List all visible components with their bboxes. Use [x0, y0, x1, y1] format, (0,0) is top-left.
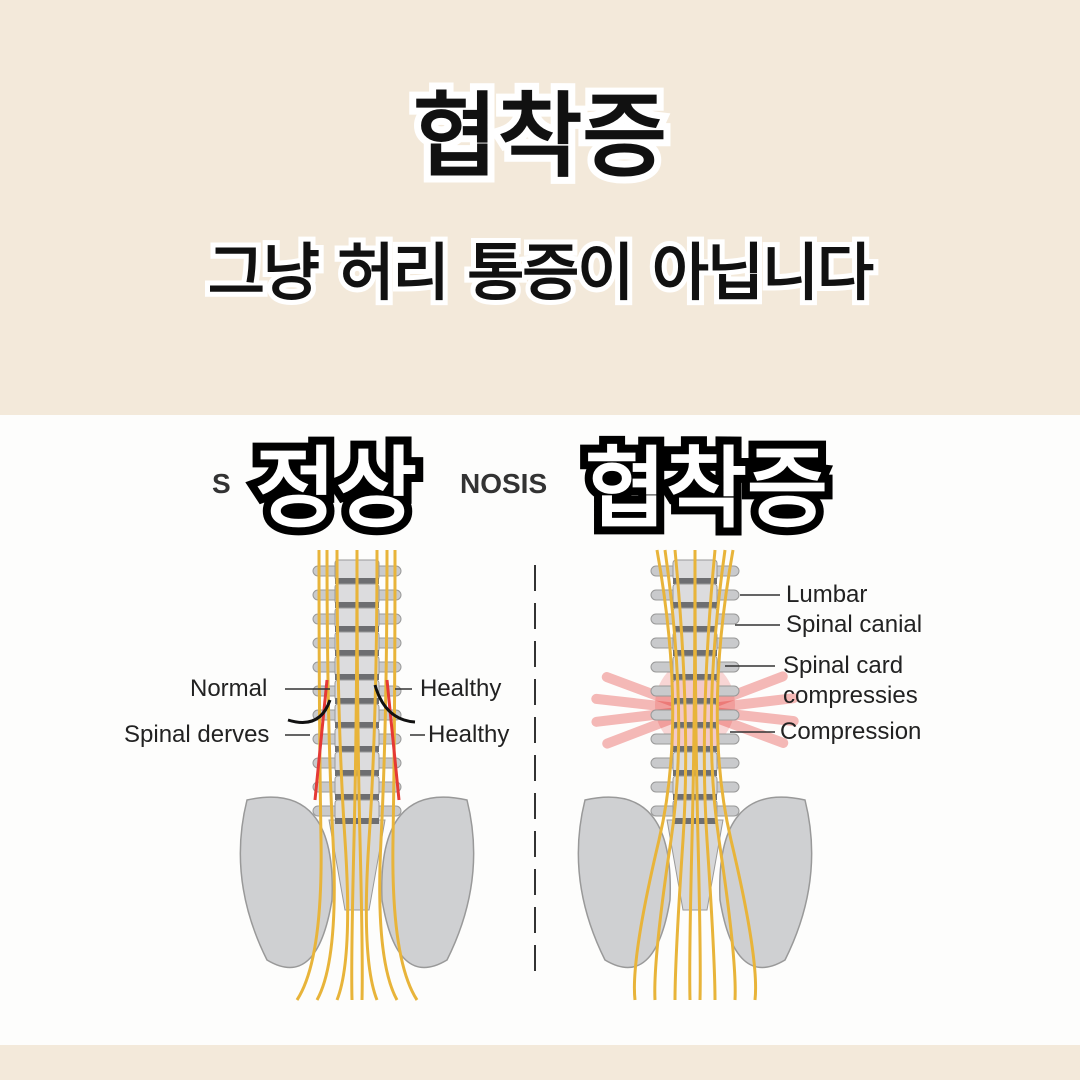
pelvis-left [239, 796, 333, 969]
normal-label: 정상 [247, 429, 425, 548]
annotation-spinal-derves: Spinal derves [124, 721, 270, 748]
disc [335, 770, 379, 776]
pelvis-right [719, 796, 813, 969]
nerve [315, 549, 336, 1001]
nerve [653, 549, 681, 1001]
nerve [391, 549, 419, 1001]
stenosis-label: 협착증 [577, 429, 836, 548]
nerve [709, 549, 737, 1001]
arrow-right [373, 684, 416, 724]
page-subtitle: 그냥 허리 통증이 아닙니다 [203, 231, 879, 314]
red-nerve-left [313, 679, 329, 801]
vertebra [672, 799, 718, 821]
caption-left: S [212, 468, 231, 499]
nerve [295, 549, 323, 1001]
annotation-compressies: compressies [783, 682, 918, 709]
disc [335, 818, 379, 824]
nerve [693, 549, 702, 1001]
annotation-normal: Normal [190, 675, 268, 702]
arrow-left [287, 699, 332, 724]
annotation-healthy-1: Healthy [420, 675, 502, 702]
annotation-compression: Compression [780, 718, 922, 745]
red-nerve-right [385, 679, 401, 801]
nerve [335, 549, 350, 1001]
annotation-lumbar: Lumbar [786, 581, 868, 608]
annotation-healthy-2: Healthy [428, 721, 510, 748]
disc [673, 818, 717, 824]
sacrum [666, 819, 724, 911]
nerve [355, 549, 364, 1001]
caption-right: NOSIS [460, 468, 548, 499]
pelvis-right [381, 796, 475, 969]
annotation-spinal-card: Spinal card [783, 652, 904, 679]
disc [673, 794, 717, 800]
sacrum [328, 819, 386, 911]
annotation-spinal-canial: Spinal canial [786, 611, 923, 638]
nerve [364, 549, 379, 1001]
disc [673, 770, 717, 776]
illustration-panel [0, 415, 1080, 1045]
pelvis-left [577, 796, 671, 969]
vertebra [672, 775, 718, 797]
page-title: 협착증 [406, 76, 674, 197]
nerve [673, 549, 688, 1001]
footer-strip [0, 1045, 1080, 1080]
disc [335, 794, 379, 800]
nerve [702, 549, 717, 1001]
nerve [715, 549, 758, 1001]
nerve [632, 549, 675, 1001]
nerve [378, 549, 399, 1001]
header-section [0, 0, 1080, 415]
